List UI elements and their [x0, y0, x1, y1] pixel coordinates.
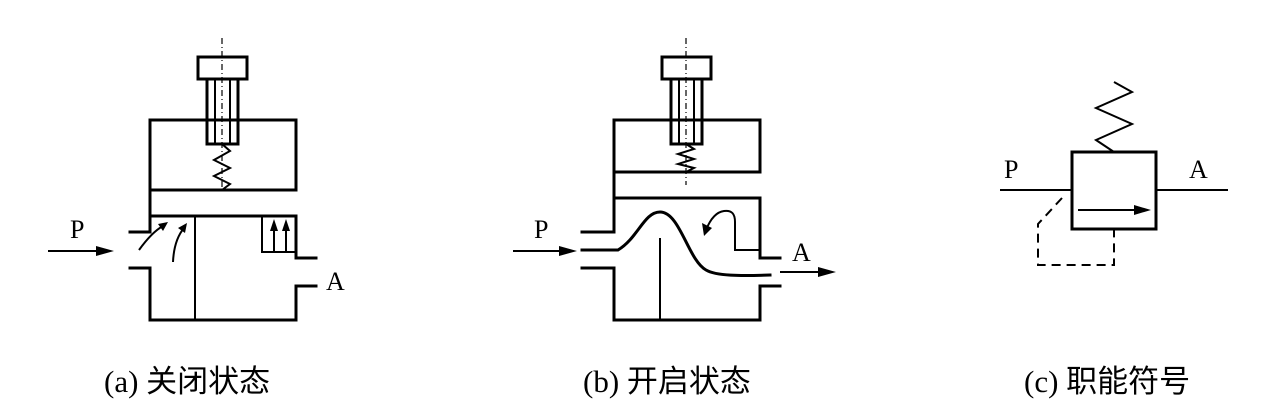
caption-closed-state: (a) 关闭状态	[104, 364, 271, 399]
inlet-port-upper-wall	[128, 188, 152, 234]
upper-chamber	[148, 118, 298, 192]
upper-chamber	[612, 118, 762, 174]
outlet-port-upper-wall	[294, 214, 318, 260]
adjusting-screw	[196, 38, 249, 190]
pilot-line	[1037, 197, 1115, 266]
body-lower-wall	[580, 266, 782, 322]
caption-open-state: (b) 开启状态	[583, 364, 751, 399]
inlet-port-upper-wall	[580, 170, 616, 234]
flow-path	[580, 210, 772, 277]
outlet-port-upper-wall	[758, 196, 782, 260]
inlet-label: P	[1004, 155, 1018, 184]
flow-arrow-2	[172, 227, 185, 263]
adjusting-screw	[660, 38, 713, 185]
outlet-label: A	[326, 267, 345, 296]
feedback-channel	[261, 216, 296, 253]
inlet-label: P	[70, 215, 84, 244]
open-valve-figure: P A	[513, 38, 836, 322]
valve-square	[1070, 150, 1158, 231]
outlet-label: A	[1189, 155, 1208, 184]
spring-symbol	[1093, 81, 1135, 153]
valve-symbol-figure: P A	[1000, 81, 1228, 266]
feedback-arrow	[705, 209, 760, 251]
spring	[211, 143, 233, 191]
outlet-label: A	[792, 238, 811, 267]
body-lower-wall	[128, 266, 318, 322]
piston	[612, 170, 762, 200]
closed-valve-figure: P A	[48, 38, 345, 322]
caption-function-symbol: (c) 职能符号	[1024, 364, 1191, 399]
spring	[674, 143, 698, 173]
inlet-label: P	[534, 215, 548, 244]
piston	[148, 188, 298, 218]
